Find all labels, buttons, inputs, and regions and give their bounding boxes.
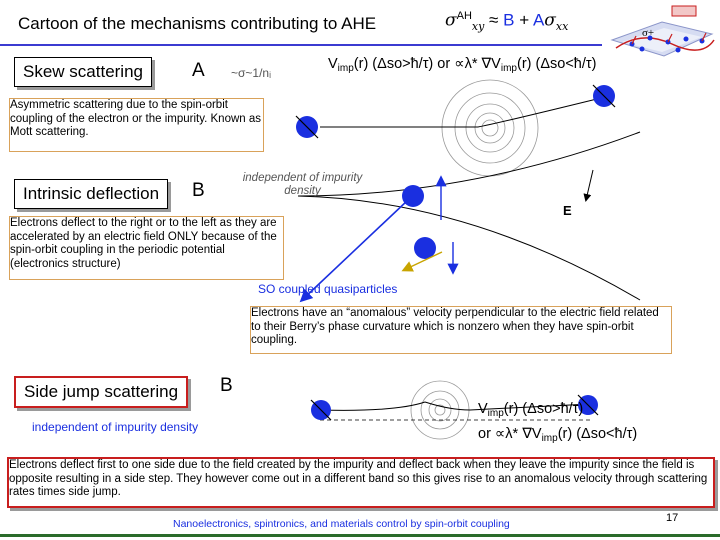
page-number: 17 [666, 512, 679, 524]
side-jump-drawing [310, 380, 599, 440]
intrinsic-term-letter: B [192, 180, 205, 201]
skew-spin-arrow-left [295, 115, 319, 139]
intrinsic-electron-lower [414, 237, 436, 259]
side-jump-description: Electrons deflect first to one side due … [7, 457, 715, 508]
side-jump-incoming-trajectory [319, 401, 426, 411]
intrinsic-deflection-label: Intrinsic deflection [14, 179, 169, 209]
intrinsic-description: Electrons deflect to the right or to the… [9, 216, 284, 280]
skew-formula-part1: V [328, 56, 338, 72]
side-jump-f1b: (r) (Δso>ħ/τ) [503, 401, 584, 417]
skew-scattering-label: Skew scattering [14, 57, 152, 87]
intrinsic-drawing [297, 131, 641, 303]
skew-scattered-trajectory [477, 96, 606, 128]
ahe-formula: σAHxy ≈ B + Aσxx [445, 10, 568, 33]
side-jump-note: independent of impurity density [32, 420, 199, 434]
so-quasiparticles-label: SO coupled quasiparticles [258, 282, 398, 296]
skew-scattering-drawing [295, 79, 616, 177]
side-jump-formula-line1: Vimp(r) (Δso>ħ/τ) [478, 399, 637, 424]
skew-formula-sub1: imp [337, 63, 354, 74]
skew-term-letter: A [192, 60, 205, 81]
side-jump-f2b: (r) (Δso<ħ/τ) [557, 426, 638, 442]
formula-sigma-xx: σ [544, 10, 556, 31]
skew-formula: Vimp(r) (Δso>ħ/τ) or ∝λ* ∇Vimp(r) (Δso<ħ… [328, 56, 596, 74]
formula-a: A [532, 10, 545, 30]
logo-sigma-text: σ+ [642, 27, 654, 39]
side-jump-term-letter: B [220, 375, 233, 396]
skew-scaling: ~σ~1/nᵢ [231, 66, 271, 80]
side-jump-spin-arrow-right [577, 394, 599, 416]
footer-text: Nanoelectronics, spintronics, and materi… [173, 518, 510, 530]
formula-plus: + [519, 10, 530, 30]
formula-sigma: σ [445, 10, 457, 31]
electric-field-label: E [563, 203, 572, 218]
formula-sub: xy [471, 20, 485, 34]
footer-divider [0, 534, 720, 537]
anomalous-velocity-description: Electrons have an “anomalous” velocity p… [250, 306, 672, 354]
page-title: Cartoon of the mechanisms contributing t… [18, 14, 377, 33]
formula-sup: AH [456, 10, 472, 22]
intrinsic-deflection-arrow [299, 199, 409, 303]
side-jump-formula-line2: or ∝λ* ∇Vimp(r) (Δso<ħ/τ) [478, 424, 637, 449]
side-jump-f2a: or ∝λ* ∇V [478, 426, 542, 442]
skew-spin-arrow-right [592, 84, 616, 108]
side-jump-f1a: V [478, 401, 488, 417]
intrinsic-note: independent of impurity density [242, 172, 363, 197]
skew-formula-part3: (r) (Δso<ħ/τ) [516, 56, 597, 72]
side-jump-spin-arrow-left [310, 399, 332, 421]
header-divider [0, 44, 720, 46]
side-jump-outgoing-trajectory [424, 401, 591, 411]
skew-formula-sub2: imp [500, 63, 517, 74]
formula-approx: ≈ [489, 10, 499, 30]
skew-description: Asymmetric scattering due to the spin-or… [9, 98, 264, 152]
skew-impurity-potential [441, 79, 539, 177]
side-jump-label: Side jump scattering [14, 376, 189, 408]
intrinsic-yellow-arrow [401, 251, 443, 272]
intrinsic-e-field-arrow [583, 169, 594, 202]
intrinsic-electron-upper [402, 185, 424, 207]
formula-sub-xx: xx [555, 20, 569, 34]
side-jump-f1sub: imp [487, 408, 504, 419]
formula-b: B [503, 10, 515, 30]
intrinsic-lower-trajectory [297, 195, 641, 301]
intrinsic-upper-trajectory [297, 131, 641, 197]
side-jump-f2sub: imp [541, 433, 558, 444]
side-jump-formula: Vimp(r) (Δso>ħ/τ) or ∝λ* ∇Vimp(r) (Δso<ħ… [478, 399, 637, 449]
skew-formula-part2: (r) (Δso>ħ/τ) or ∝λ* ∇V [353, 56, 501, 72]
spintronics-logo: σ+ [602, 0, 720, 66]
